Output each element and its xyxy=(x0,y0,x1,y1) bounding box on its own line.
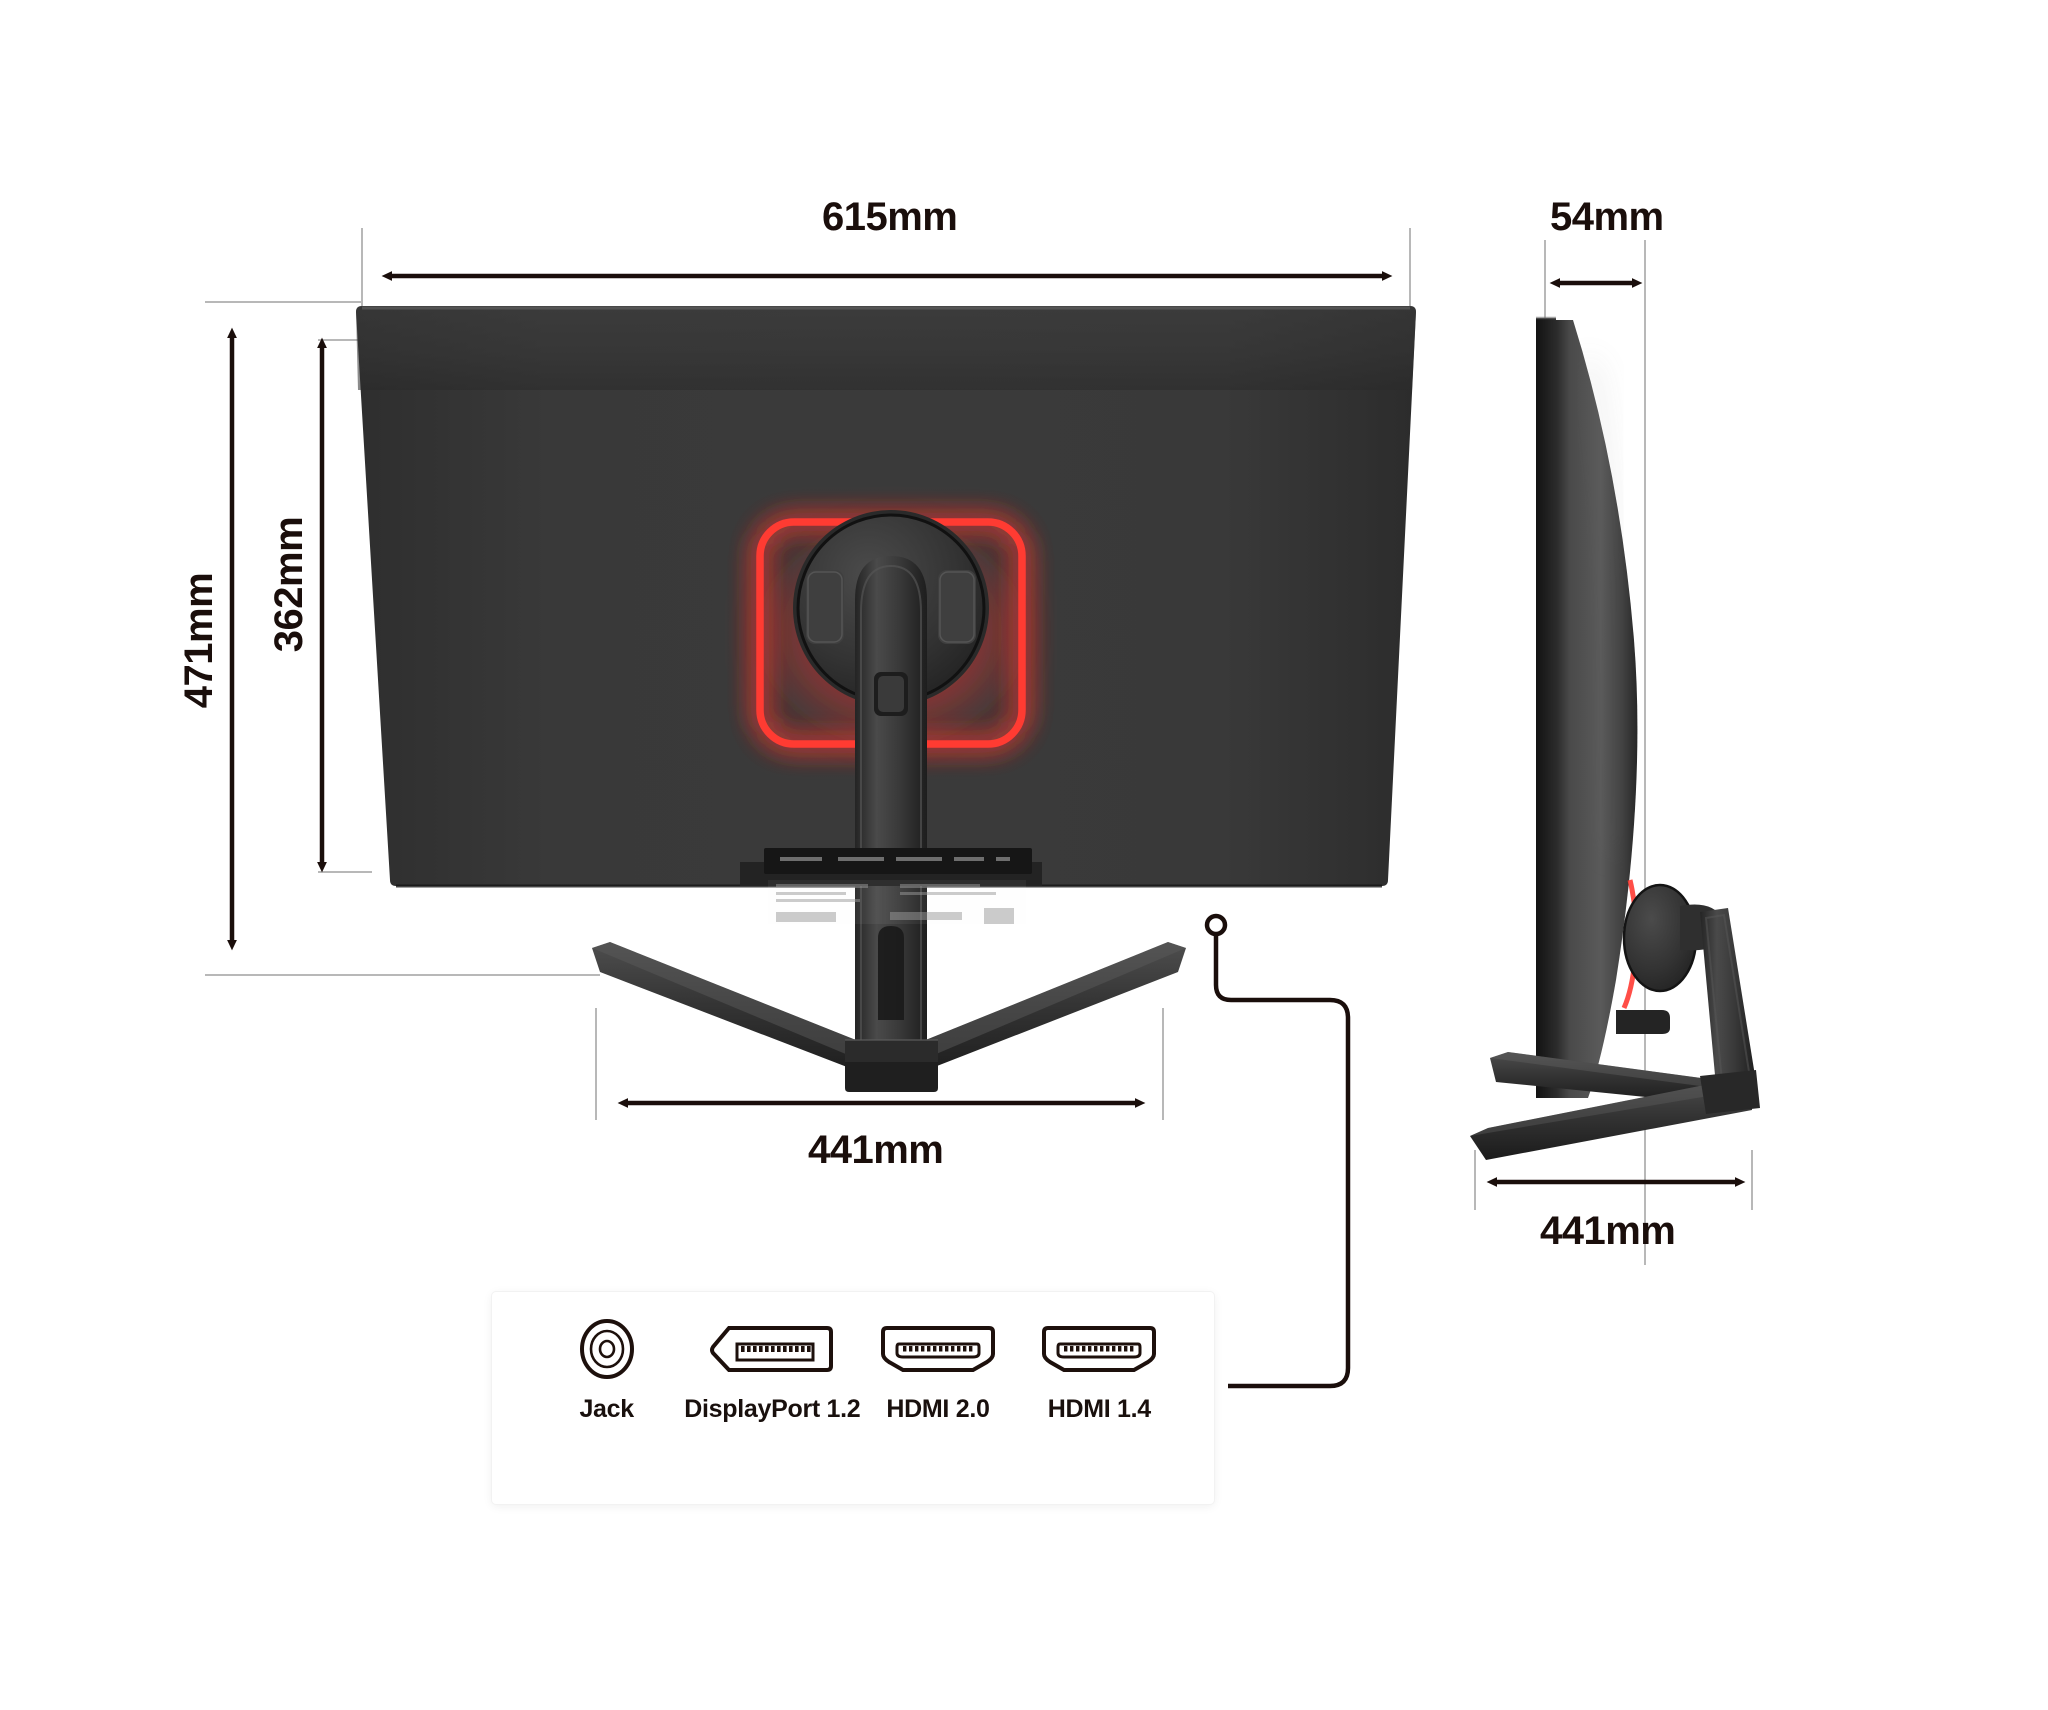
port-bay-microlabels xyxy=(780,857,1010,861)
monitor-back-shell xyxy=(356,306,1416,886)
dim-label-base-width-441: 441mm xyxy=(808,1128,944,1172)
vesa-hub-inner xyxy=(798,515,984,701)
rgb-halo-glow xyxy=(742,508,1042,758)
side-hub-collar xyxy=(1680,904,1722,951)
monitor-rear-view xyxy=(356,306,1416,1092)
port-label-jack: Jack xyxy=(579,1394,634,1423)
port-bay-strip xyxy=(764,848,1032,874)
port-item-jack[interactable]: Jack xyxy=(526,1317,687,1424)
dimension-arrows-side xyxy=(1486,278,1746,1187)
ports-callout-leader xyxy=(1204,913,1351,1389)
hdmi-icon xyxy=(1036,1317,1162,1381)
side-panel-body xyxy=(1541,320,1638,1098)
extension-lines-rear xyxy=(205,228,1411,1120)
port-item-displayport[interactable]: DisplayPort 1.2 xyxy=(684,1317,861,1424)
ports-legend-row: Jack xyxy=(492,1318,1214,1423)
hub-tab-right xyxy=(938,570,976,644)
monitor-base-side xyxy=(1470,1052,1760,1160)
dim-label-height-471: 471mm xyxy=(177,572,222,709)
ports-legend-card: Jack xyxy=(492,1292,1214,1504)
side-rgb-accent xyxy=(1621,879,1639,1010)
dim-label-depth-54: 54mm xyxy=(1550,195,1664,239)
regulatory-label-text xyxy=(776,884,1014,924)
vesa-hub-outer xyxy=(793,510,989,706)
side-stand-neck xyxy=(1700,908,1756,1086)
monitor-side-view xyxy=(1470,316,1760,1160)
stand-neck xyxy=(855,556,927,1060)
callout-anchor-dot xyxy=(1204,913,1228,937)
rgb-light-ring xyxy=(756,518,1026,748)
port-label-hdmi-14: HDMI 1.4 xyxy=(1047,1394,1151,1423)
hub-tab-left xyxy=(806,570,844,644)
dimension-arrows-rear xyxy=(227,271,1393,1108)
cable-routing-slot xyxy=(878,926,904,1020)
audio-jack-icon xyxy=(578,1317,636,1381)
side-vesa-hub xyxy=(1624,885,1696,991)
monitor-base-front xyxy=(592,942,1186,1092)
side-cable-hook xyxy=(1616,1010,1670,1034)
port-item-hdmi-14[interactable]: HDMI 1.4 xyxy=(1019,1317,1180,1424)
port-label-hdmi-20: HDMI 2.0 xyxy=(886,1394,990,1423)
port-label-displayport: DisplayPort 1.2 xyxy=(684,1394,861,1423)
dim-label-base-depth-441: 441mm xyxy=(1540,1209,1676,1253)
side-front-edge xyxy=(1536,318,1556,1098)
dim-label-height-362: 362mm xyxy=(267,516,312,653)
port-bay xyxy=(740,848,1042,924)
dim-label-width-615: 615mm xyxy=(822,195,958,239)
displayport-icon xyxy=(709,1317,835,1381)
extension-lines-side xyxy=(1474,240,1753,1265)
quick-release-button xyxy=(874,672,908,716)
port-item-hdmi-20[interactable]: HDMI 2.0 xyxy=(857,1317,1018,1424)
hdmi-icon xyxy=(875,1317,1001,1381)
monitor-back-top-shade xyxy=(356,306,1416,390)
